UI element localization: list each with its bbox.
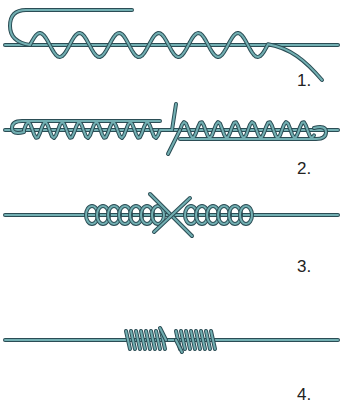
- step-number: 2.: [297, 160, 311, 177]
- tight-coil: [141, 331, 145, 349]
- line-4: [5, 340, 338, 341]
- right-line: [168, 130, 338, 131]
- tight-coil: [201, 331, 205, 349]
- tight-coil: [211, 331, 215, 349]
- left-tag-coils: [12, 104, 176, 138]
- tight-coil: [206, 331, 210, 349]
- right-tag-end: [168, 130, 180, 154]
- coil-loop: [240, 206, 252, 224]
- tag-end-a: [150, 194, 192, 236]
- tight-coil: [156, 331, 160, 349]
- tight-coil: [186, 331, 190, 349]
- tight-coil: [151, 331, 155, 349]
- tight-coil: [131, 331, 135, 349]
- tag-end-d: [176, 340, 182, 352]
- tight-coil: [181, 331, 185, 349]
- tag-end-b: [154, 198, 190, 232]
- right-tag-coils-a: [180, 122, 326, 139]
- tight-coil: [136, 331, 140, 349]
- tight-coil: [146, 331, 150, 349]
- standing-line: [5, 45, 338, 46]
- step-number: 3.: [297, 258, 311, 275]
- step-number: 1.: [297, 72, 311, 89]
- tight-coil: [191, 331, 195, 349]
- tag-end-c: [160, 328, 166, 340]
- step-number: 4.: [297, 386, 311, 403]
- tag-end-coils: [10, 10, 322, 80]
- tight-coil: [126, 331, 130, 349]
- tight-coil: [196, 331, 200, 349]
